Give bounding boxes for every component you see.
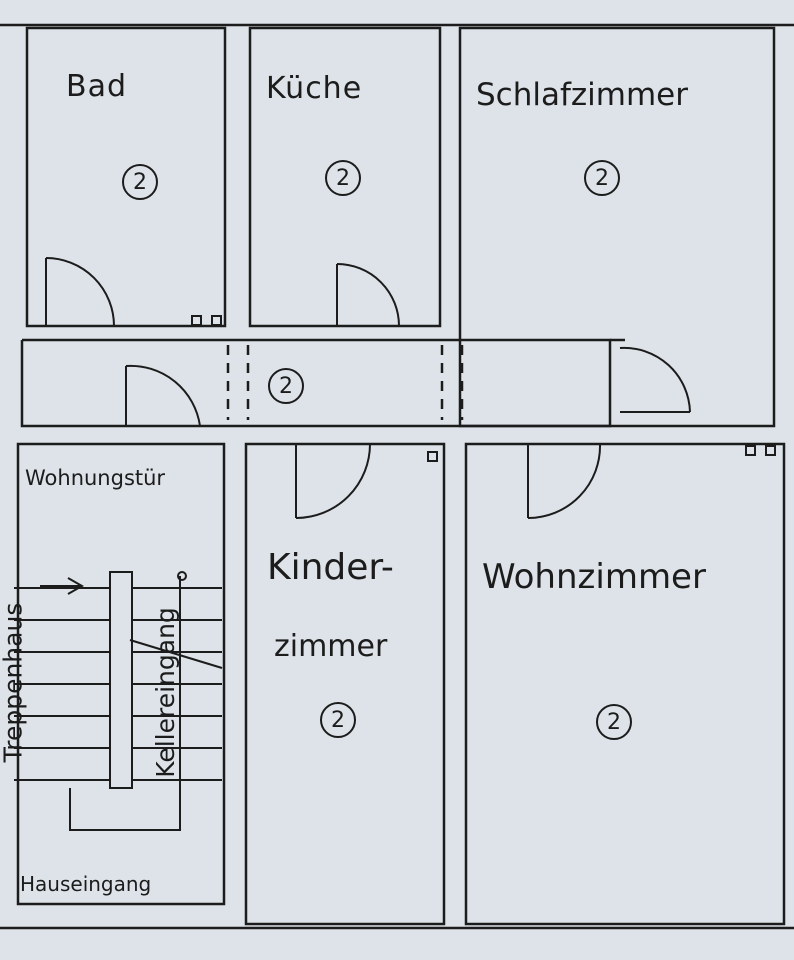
room-number-bad: 2 <box>122 164 158 200</box>
room-number-kueche: 2 <box>325 160 361 196</box>
label-treppenhaus: Treppenhaus <box>0 602 28 763</box>
bad-room-outline <box>25 26 227 328</box>
room-number-wohnzimmer: 2 <box>596 704 632 740</box>
treppenhaus-outline <box>16 442 226 906</box>
room-number-flur: 2 <box>268 368 304 404</box>
flur-outline <box>20 338 612 428</box>
label-kellereingang: Kellereingang <box>150 607 180 778</box>
label-hauseingang: Hauseingang <box>20 872 152 896</box>
room-label-wohnzimmer: Wohnzimmer <box>482 557 706 597</box>
room-number-schlafzimmer: 2 <box>584 160 620 196</box>
room-label-kinderzimmer-line2: zimmer <box>274 629 388 664</box>
room-label-schlafzimmer: Schlafzimmer <box>476 77 688 113</box>
room-label-kueche: Küche <box>266 71 363 106</box>
room-number-kinderzimmer: 2 <box>320 702 356 738</box>
room-label-kinderzimmer-line1: Kinder- <box>267 547 394 588</box>
staircase <box>14 571 223 831</box>
kinderzimmer-room-outline <box>244 442 446 926</box>
room-label-bad: Bad <box>66 69 128 104</box>
schlafzimmer-room-outline <box>458 26 776 428</box>
doors <box>45 257 691 519</box>
wohnzimmer-room-outline <box>464 442 786 926</box>
label-wohnungstuer: Wohnungstür <box>25 466 166 490</box>
vent-shafts <box>191 315 776 462</box>
kueche-room-outline <box>248 26 442 328</box>
